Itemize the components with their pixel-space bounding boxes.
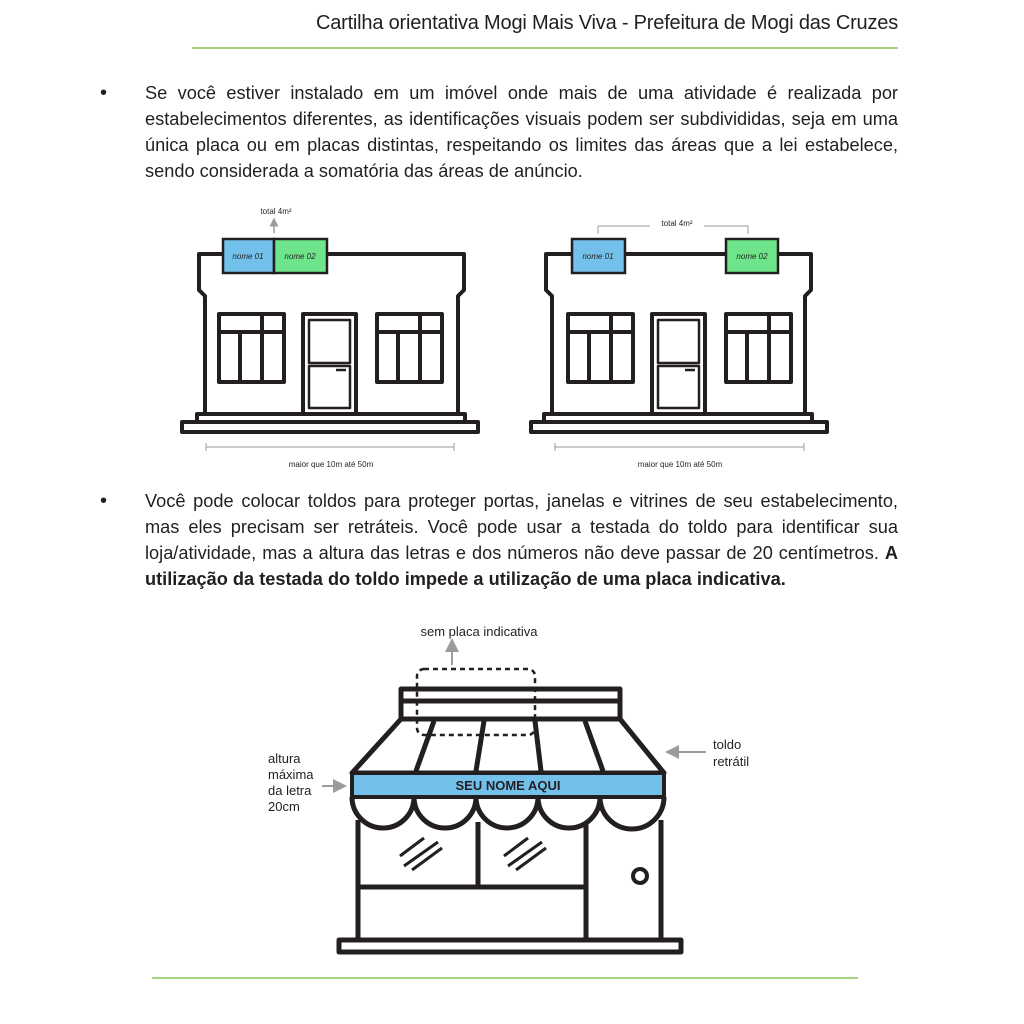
letter-height-label: altura máxima da letra 20cm [268, 751, 317, 814]
total-label-left: total 4m² [260, 207, 291, 216]
bullet-2: • [100, 490, 108, 512]
sign-left-2-label: nome 02 [284, 252, 316, 261]
total-bracket-right-b [704, 225, 749, 234]
shop-building [336, 686, 684, 955]
sign-left-2 [272, 237, 329, 275]
building-right [529, 252, 829, 434]
paragraph-shared-signage: Se você estiver instalado em um imóvel o… [145, 83, 898, 181]
sign-left-1-label: nome 01 [232, 252, 263, 261]
width-label-right: maior que 10m até 50m [638, 460, 723, 469]
awning-valance [350, 771, 666, 799]
no-sign-dashed-area [415, 667, 537, 737]
header-divider [192, 47, 898, 49]
footer-divider [152, 977, 858, 979]
paragraph-awning-text: Você pode colocar toldos para proteger p… [145, 491, 898, 563]
no-sign-label: sem placa indicativa [420, 624, 538, 639]
building-left [180, 252, 480, 434]
paragraph-awning: Você pode colocar toldos para proteger p… [145, 488, 898, 592]
paragraph-awning-bold: A utilização da testada do toldo impede … [145, 543, 898, 589]
awning-label: toldo retrátil [713, 737, 749, 769]
glass-glare [399, 836, 547, 872]
awning-text: SEU NOME AQUI [456, 778, 561, 793]
width-label-left: maior que 10m até 50m [289, 460, 374, 469]
sign-right-2 [724, 237, 780, 275]
bullet-1: • [100, 82, 108, 104]
total-label-right: total 4m² [661, 219, 692, 228]
total-bracket-right-a [597, 225, 650, 234]
document-header-title: Cartilha orientativa Mogi Mais Viva - Pr… [315, 12, 898, 34]
sign-right-1-label: nome 01 [582, 252, 613, 261]
sign-right-1 [570, 237, 627, 275]
sign-right-2-label: nome 02 [736, 252, 768, 261]
